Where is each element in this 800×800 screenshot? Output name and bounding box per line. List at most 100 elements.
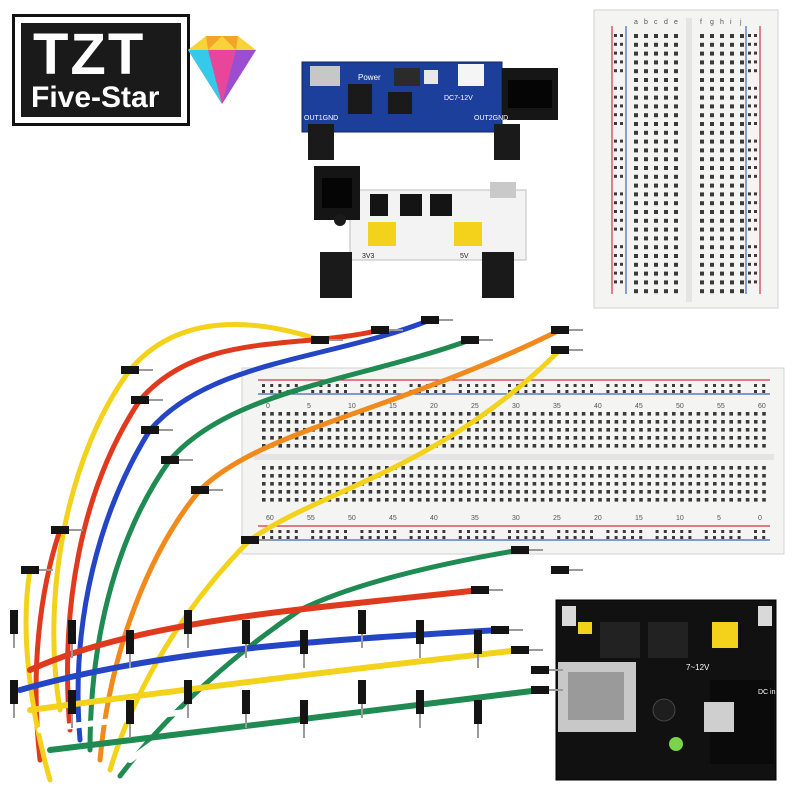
rail-hole <box>620 60 623 64</box>
rail-hole <box>368 536 372 539</box>
breadboard-hole <box>644 236 648 241</box>
column-number: 20 <box>430 403 438 410</box>
breadboard-hole <box>654 122 658 126</box>
breadboard-hole <box>262 420 266 424</box>
brand-logo: TZT Five-Star <box>12 14 190 126</box>
jumper-pin <box>529 549 543 551</box>
breadboard-hole <box>286 466 291 470</box>
breadboard-hole <box>458 444 463 448</box>
rail-hole <box>713 384 716 387</box>
breadboard-hole <box>262 474 266 478</box>
breadboard-hole <box>700 280 704 285</box>
breadboard-hole <box>516 466 520 470</box>
breadboard-hole <box>754 490 758 494</box>
breadboard-hole <box>622 428 627 432</box>
breadboard-hole <box>721 474 725 478</box>
breadboard-hole <box>294 444 299 448</box>
rail-hole <box>748 166 751 169</box>
breadboard-hole <box>688 420 692 424</box>
breadboard-hole <box>654 174 658 179</box>
breadboard-hole <box>647 498 651 502</box>
breadboard-hole <box>352 498 356 502</box>
breadboard-hole <box>294 490 299 494</box>
breadboard-hole <box>700 139 704 144</box>
rail-hole <box>467 384 470 387</box>
jumper-pin-housing <box>371 326 389 334</box>
breadboard-hole <box>270 474 274 478</box>
breadboard-hole <box>720 122 724 126</box>
breadboard-hole <box>754 436 758 440</box>
rail-hole <box>704 536 708 539</box>
rail-hole <box>762 530 766 533</box>
rail-hole <box>620 218 623 222</box>
rail-hole <box>737 536 741 539</box>
breadboard-hole <box>762 474 766 478</box>
jumper-pin <box>179 459 193 461</box>
breadboard-hole <box>655 412 660 416</box>
breadboard-hole <box>385 436 389 440</box>
breadboard-hole <box>700 104 704 109</box>
breadboard-hole <box>740 69 744 74</box>
breadboard-hole <box>581 412 586 416</box>
breadboard-hole <box>713 490 717 494</box>
breadboard-hole <box>467 428 471 432</box>
breadboard-hole <box>720 69 724 74</box>
breadboard-hole <box>664 280 668 285</box>
rail-hole <box>360 390 364 393</box>
breadboard-hole <box>688 490 692 494</box>
breadboard-hole <box>672 466 676 470</box>
breadboard-hole <box>634 254 638 258</box>
breadboard-hole <box>606 412 610 416</box>
rail-hole <box>754 201 757 205</box>
rail-hole <box>606 530 610 533</box>
breadboard-hole <box>740 104 744 109</box>
breadboard-hole <box>700 201 704 206</box>
column-letter: c <box>654 19 658 26</box>
breadboard-hole <box>644 51 648 56</box>
breadboard-hole <box>409 498 414 502</box>
rail-hole <box>748 201 751 205</box>
breadboard-hole <box>730 42 734 47</box>
breadboard-hole <box>450 444 455 448</box>
jumper-pin-housing <box>300 700 308 724</box>
breadboard-hole <box>721 420 725 424</box>
breadboard-hole <box>647 444 651 448</box>
diamond-icon <box>188 36 256 104</box>
breadboard-hole <box>644 113 648 118</box>
breadboard-hole <box>278 498 282 502</box>
breadboard-hole <box>385 412 389 416</box>
breadboard-hole <box>450 498 455 502</box>
rail-hole <box>508 384 511 387</box>
breadboard-hole <box>344 436 348 440</box>
breadboard-hole <box>644 139 648 144</box>
breadboard-hole <box>508 428 512 432</box>
breadboard-hole <box>700 262 704 267</box>
breadboard-hole <box>499 490 504 494</box>
breadboard-hole <box>385 482 389 486</box>
breadboard-hole <box>721 428 725 432</box>
breadboard-hole <box>740 166 744 170</box>
rail-hole <box>368 390 372 393</box>
breadboard-hole <box>634 280 638 285</box>
rail-hole <box>426 530 429 533</box>
breadboard-hole <box>483 498 487 502</box>
breadboard-hole <box>740 280 744 285</box>
breadboard-hole <box>664 157 668 162</box>
breadboard-hole <box>654 51 658 56</box>
rail-hole <box>614 210 617 213</box>
breadboard-hole <box>401 490 405 494</box>
breadboard-hole <box>704 482 709 486</box>
breadboard-hole <box>664 245 668 250</box>
breadboard-hole <box>710 218 714 223</box>
breadboard-hole <box>674 236 678 241</box>
breadboard-hole <box>730 210 734 214</box>
breadboard-hole <box>327 466 332 470</box>
breadboard-hole <box>516 412 520 416</box>
rail-hole <box>754 254 757 257</box>
breadboard-hole <box>409 444 414 448</box>
rail-hole <box>442 536 446 539</box>
breadboard-hole <box>352 436 356 440</box>
breadboard-hole <box>754 474 758 478</box>
rail-hole <box>540 536 544 539</box>
breadboard-hole <box>557 498 561 502</box>
